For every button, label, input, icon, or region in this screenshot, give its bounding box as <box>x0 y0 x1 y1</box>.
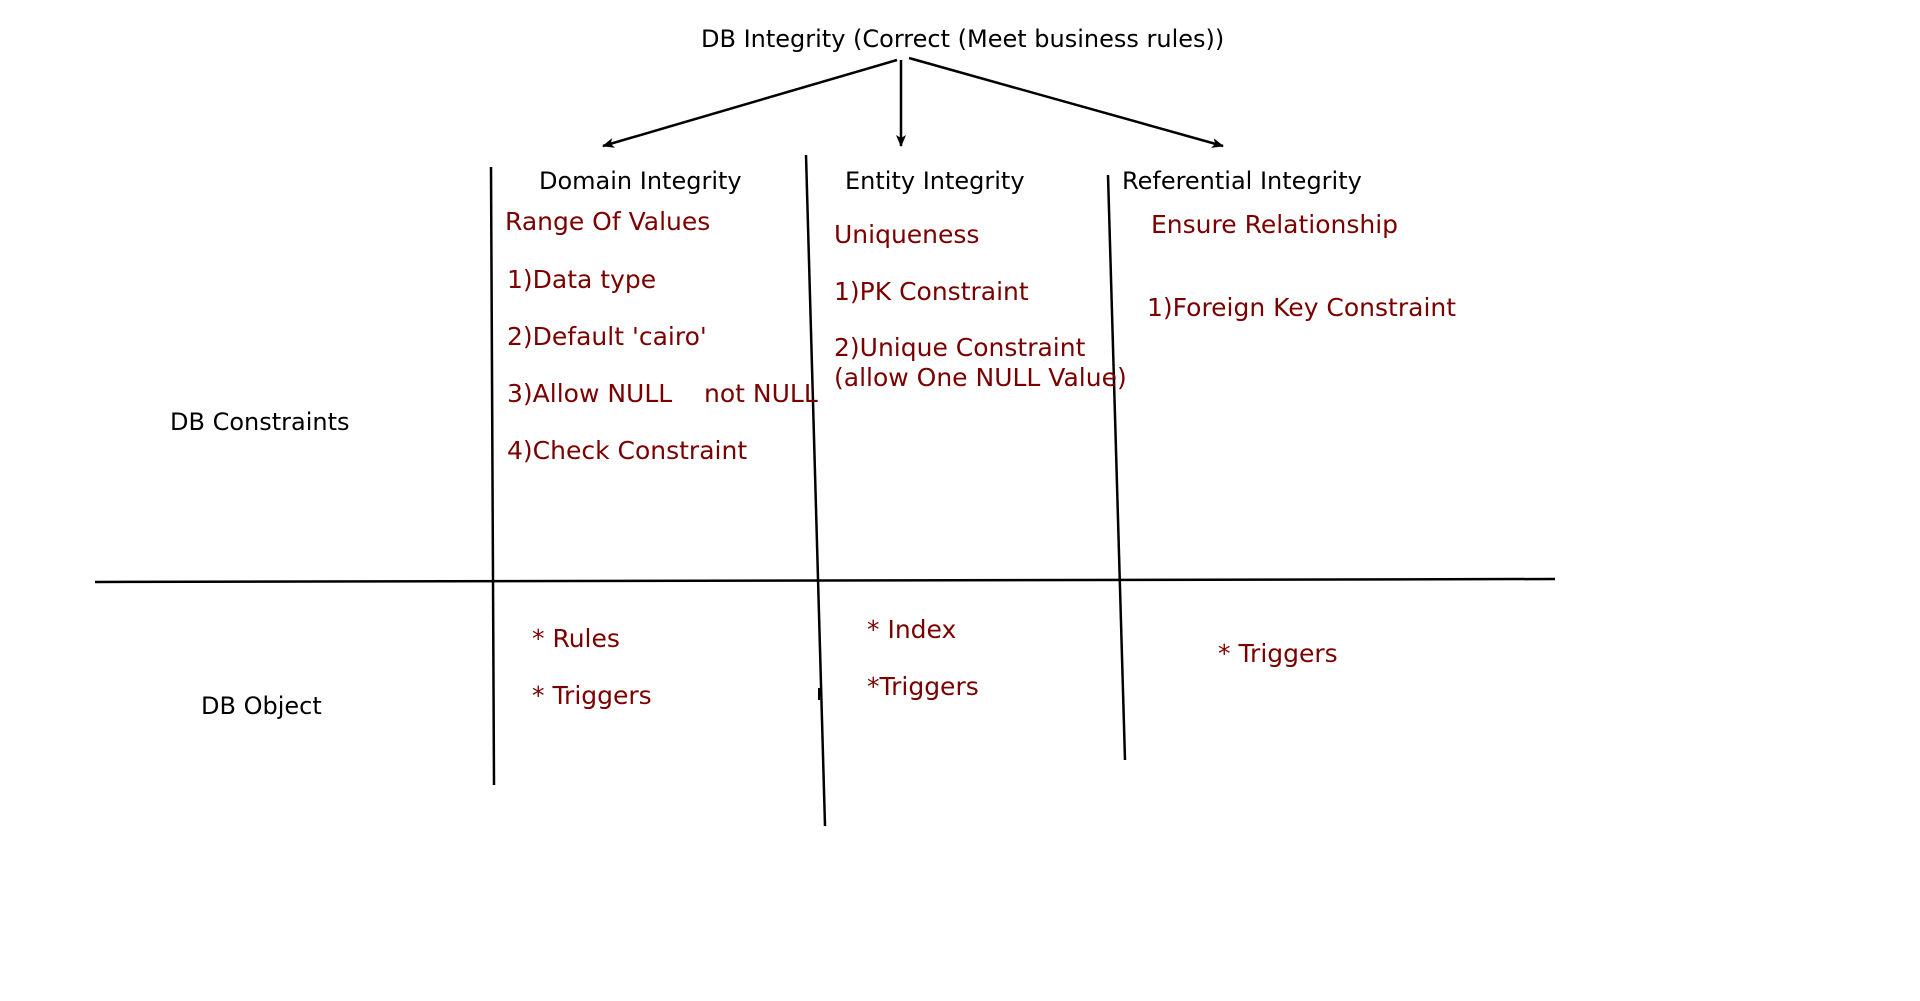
referential-item-foreign-key: 1)Foreign Key Constraint <box>1147 293 1457 322</box>
row-label-db-constraints: DB Constraints <box>170 408 350 436</box>
domain-item-default: 2)Default 'cairo' <box>507 322 707 351</box>
diagram-title: DB Integrity (Correct (Meet business rul… <box>701 25 1225 53</box>
row-label-db-object: DB Object <box>201 692 322 720</box>
entity-integrity-heading: Entity Integrity <box>845 167 1025 195</box>
arrow-to-domain-integrity <box>602 58 898 148</box>
entity-object-index: * Index <box>867 615 957 644</box>
entity-integrity-subtitle: Uniqueness <box>834 220 980 249</box>
entity-item-pk-constraint: 1)PK Constraint <box>834 277 1029 306</box>
domain-item-allow-null: 3)Allow NULL <box>507 379 673 408</box>
domain-object-rules: * Rules <box>532 624 620 653</box>
horizontal-divider <box>94 577 1556 584</box>
referential-integrity-subtitle: Ensure Relationship <box>1151 210 1399 239</box>
vertical-divider-referential <box>1106 174 1127 761</box>
domain-object-triggers: * Triggers <box>532 681 652 710</box>
domain-item-check-constraint: 4)Check Constraint <box>507 436 748 465</box>
vertical-divider-domain <box>489 166 496 786</box>
domain-integrity-subtitle: Range Of Values <box>505 207 711 236</box>
entity-item-unique-constraint: 2)Unique Constraint (allow One NULL Valu… <box>834 333 1127 392</box>
domain-integrity-heading: Domain Integrity <box>539 167 742 195</box>
entity-object-triggers: *Triggers <box>867 672 979 701</box>
arrow-to-referential-integrity <box>908 56 1224 148</box>
referential-integrity-heading: Referential Integrity <box>1122 167 1362 195</box>
domain-item-data-type: 1)Data type <box>507 265 657 294</box>
domain-item-not-null: not NULL <box>704 379 818 408</box>
vertical-divider-entity <box>804 154 827 827</box>
referential-object-triggers: * Triggers <box>1218 639 1338 668</box>
